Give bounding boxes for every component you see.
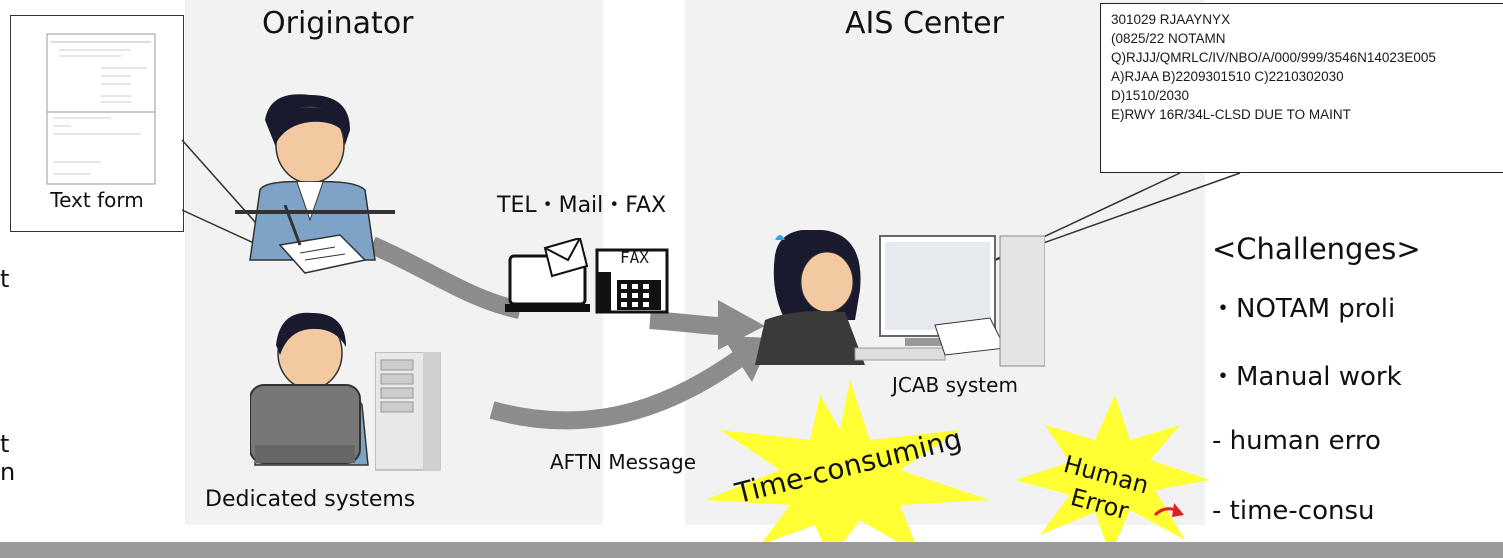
time-consuming-burst	[705, 380, 990, 558]
mail-fax-icon	[505, 238, 669, 314]
challenge-item: - time-consu	[1212, 496, 1375, 526]
curved-arrow-icon	[1153, 503, 1184, 517]
dedicated-systems-label: Dedicated systems	[205, 487, 416, 512]
notam-line: (0825/22 NOTAMN	[1111, 31, 1226, 46]
notam-line: Q)RJJJ/QMRLC/IV/NBO/A/000/999/3546N14023…	[1111, 50, 1436, 65]
notam-message-box: 301029 RJAAYNYX (0825/22 NOTAMN Q)RJJJ/Q…	[1100, 3, 1503, 173]
notam-line: D)1510/2030	[1111, 88, 1190, 103]
fax-device-label: FAX	[620, 248, 649, 267]
notam-line: A)RJAA B)2209301510 C)2210302030	[1111, 69, 1344, 84]
left-edge-fragment: t	[0, 430, 10, 458]
text-form-document: Text form	[10, 15, 184, 232]
ais-center-title: AIS Center	[845, 6, 1004, 41]
bottom-divider	[0, 542, 1503, 558]
challenge-item: - human erro	[1212, 426, 1381, 456]
operator-workstation-icon	[755, 230, 1045, 367]
originator-title: Originator	[262, 6, 414, 41]
paper-pen-icon	[278, 205, 367, 274]
challenge-item: ・NOTAM proli	[1210, 294, 1396, 324]
person-computer-icon	[250, 312, 369, 466]
notam-line: E)RWY 16R/34L-CLSD DUE TO MAINT	[1111, 107, 1351, 122]
left-edge-fragment: t	[0, 265, 10, 293]
challenges-title: <Challenges>	[1212, 232, 1421, 266]
form-sheet-icon	[46, 33, 156, 185]
human-error-burst	[1015, 395, 1210, 555]
jcab-system-label: JCAB system	[892, 373, 1018, 397]
person-writing-icon	[235, 94, 395, 261]
server-icon	[375, 352, 441, 471]
aftn-message-label: AFTN Message	[550, 450, 697, 474]
text-form-label: Text form	[50, 188, 144, 212]
left-edge-fragment: n	[0, 458, 16, 486]
tel-mail-fax-label: TEL・Mail・FAX	[497, 193, 667, 218]
notam-line: 301029 RJAAYNYX	[1111, 12, 1231, 27]
challenge-item: ・Manual work	[1210, 362, 1402, 392]
